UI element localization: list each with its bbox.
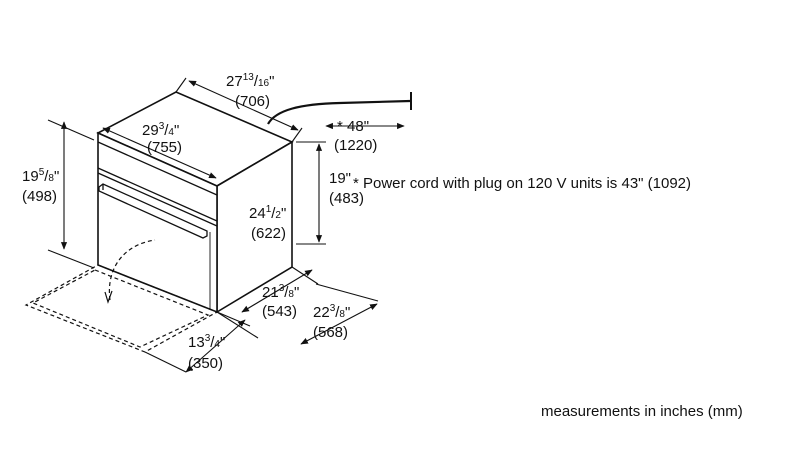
dim-inner-width-mm: (622) <box>251 225 286 242</box>
units-note: measurements in inches (mm) <box>541 403 743 420</box>
dim-left-height: 195/8" <box>22 167 59 185</box>
dim-depth-1-mm: (543) <box>262 303 297 320</box>
dim-top-width: 293/4" <box>142 121 179 139</box>
dim-depth-1: 213/8" <box>262 283 299 301</box>
dim-top-depth: 2713/16" <box>226 72 274 90</box>
dim-left-height-mm: (498) <box>22 188 57 205</box>
dim-cord: * 48" <box>337 118 369 135</box>
dim-depth-2-mm: (568) <box>313 324 348 341</box>
dim-right-height: 19" <box>329 170 351 187</box>
door-swing-arrow <box>104 290 113 304</box>
dim-door-clearance-mm: (350) <box>188 355 223 372</box>
dim-top-depth-mm: (706) <box>235 93 270 110</box>
dim-cord-mm: (1220) <box>334 137 377 154</box>
power-cord-note: * Power cord with plug on 120 V units is… <box>353 175 691 192</box>
dim-top-width-mm: (755) <box>147 139 182 156</box>
oven-body <box>96 91 294 314</box>
dim-depth-2: 223/8" <box>313 303 350 321</box>
dimension-lines <box>47 77 405 373</box>
dim-door-clearance: 133/4" <box>188 333 225 351</box>
dim-inner-width: 241/2" <box>249 204 286 222</box>
door-top-edge <box>97 172 218 227</box>
dim-right-height-mm: (483) <box>329 190 364 207</box>
